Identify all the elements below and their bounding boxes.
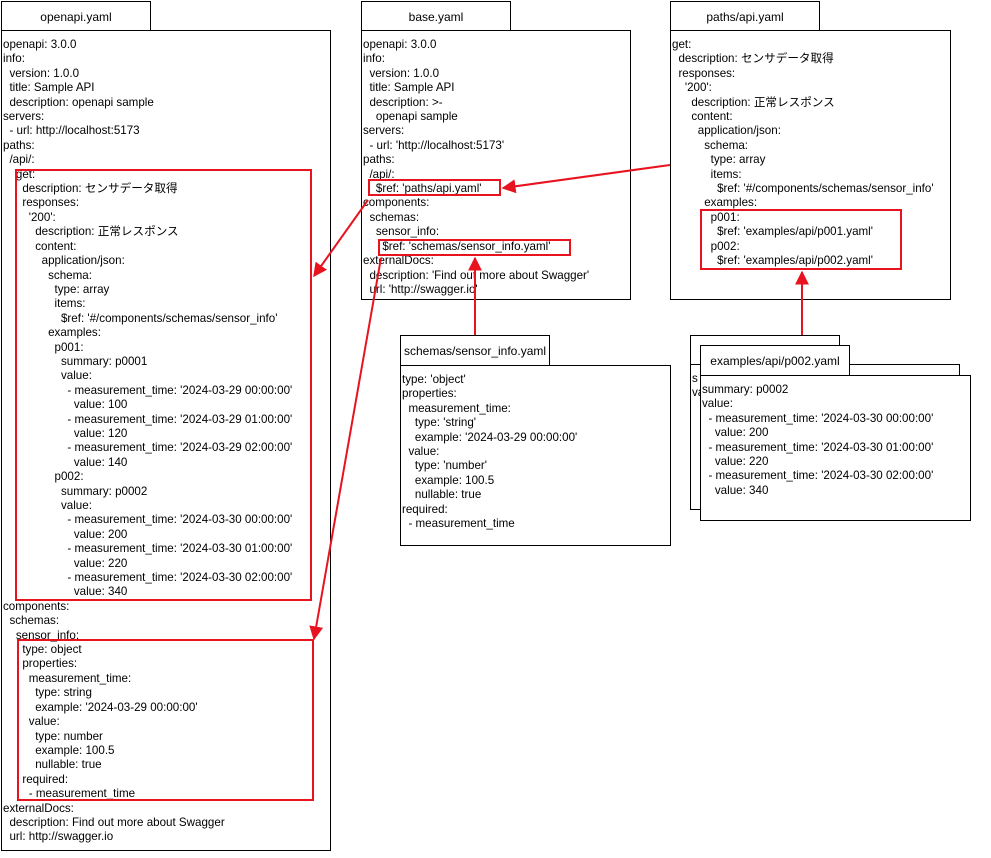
sensor-info-yaml-title: schemas/sensor_info.yaml <box>403 343 547 358</box>
highlight-paths-api-examples-refs <box>700 209 902 270</box>
paths-api-yaml-content: get: description: センサデータ取得 responses: '2… <box>672 38 934 268</box>
arrow-base-schema-to-openapi-components <box>309 257 382 641</box>
arrow-base-paths-to-openapi-get <box>313 199 369 278</box>
paths-api-yaml-title: paths/api.yaml <box>706 9 784 24</box>
highlight-base-paths-ref <box>368 179 501 196</box>
p002-yaml-box: summary: p0002 value: - measurement_time… <box>700 375 971 521</box>
sensor-info-yaml-content: type: 'object' properties: measurement_t… <box>402 373 578 531</box>
highlight-openapi-sensor-info-block <box>17 639 314 801</box>
paths-api-yaml-tab[interactable]: paths/api.yaml <box>670 1 820 31</box>
openapi-yaml-tab[interactable]: openapi.yaml <box>1 1 151 31</box>
base-yaml-title: base.yaml <box>408 9 464 24</box>
sensor-info-yaml-box: type: 'object' properties: measurement_t… <box>400 365 671 546</box>
highlight-openapi-get-block <box>15 169 312 601</box>
arrow-paths-api-to-base <box>501 164 671 194</box>
p002-yaml-tab[interactable]: examples/api/p002.yaml <box>700 345 850 375</box>
p002-yaml-title: examples/api/p002.yaml <box>710 353 840 368</box>
p002-yaml-content: summary: p0002 value: - measurement_time… <box>702 383 934 497</box>
openapi-yaml-title: openapi.yaml <box>40 9 112 24</box>
examples-back-fragment-1: s <box>692 372 698 385</box>
highlight-base-schema-ref <box>378 239 571 256</box>
openapi-yaml-box: openapi: 3.0.0 info: version: 1.0.0 titl… <box>1 30 331 851</box>
base-yaml-tab[interactable]: base.yaml <box>361 1 511 31</box>
base-yaml-content: openapi: 3.0.0 info: version: 1.0.0 titl… <box>363 38 590 296</box>
paths-api-yaml-box: get: description: センサデータ取得 responses: '2… <box>670 30 951 300</box>
sensor-info-yaml-tab[interactable]: schemas/sensor_info.yaml <box>400 335 550 365</box>
openapi-yaml-content: openapi: 3.0.0 info: version: 1.0.0 titl… <box>3 38 293 844</box>
